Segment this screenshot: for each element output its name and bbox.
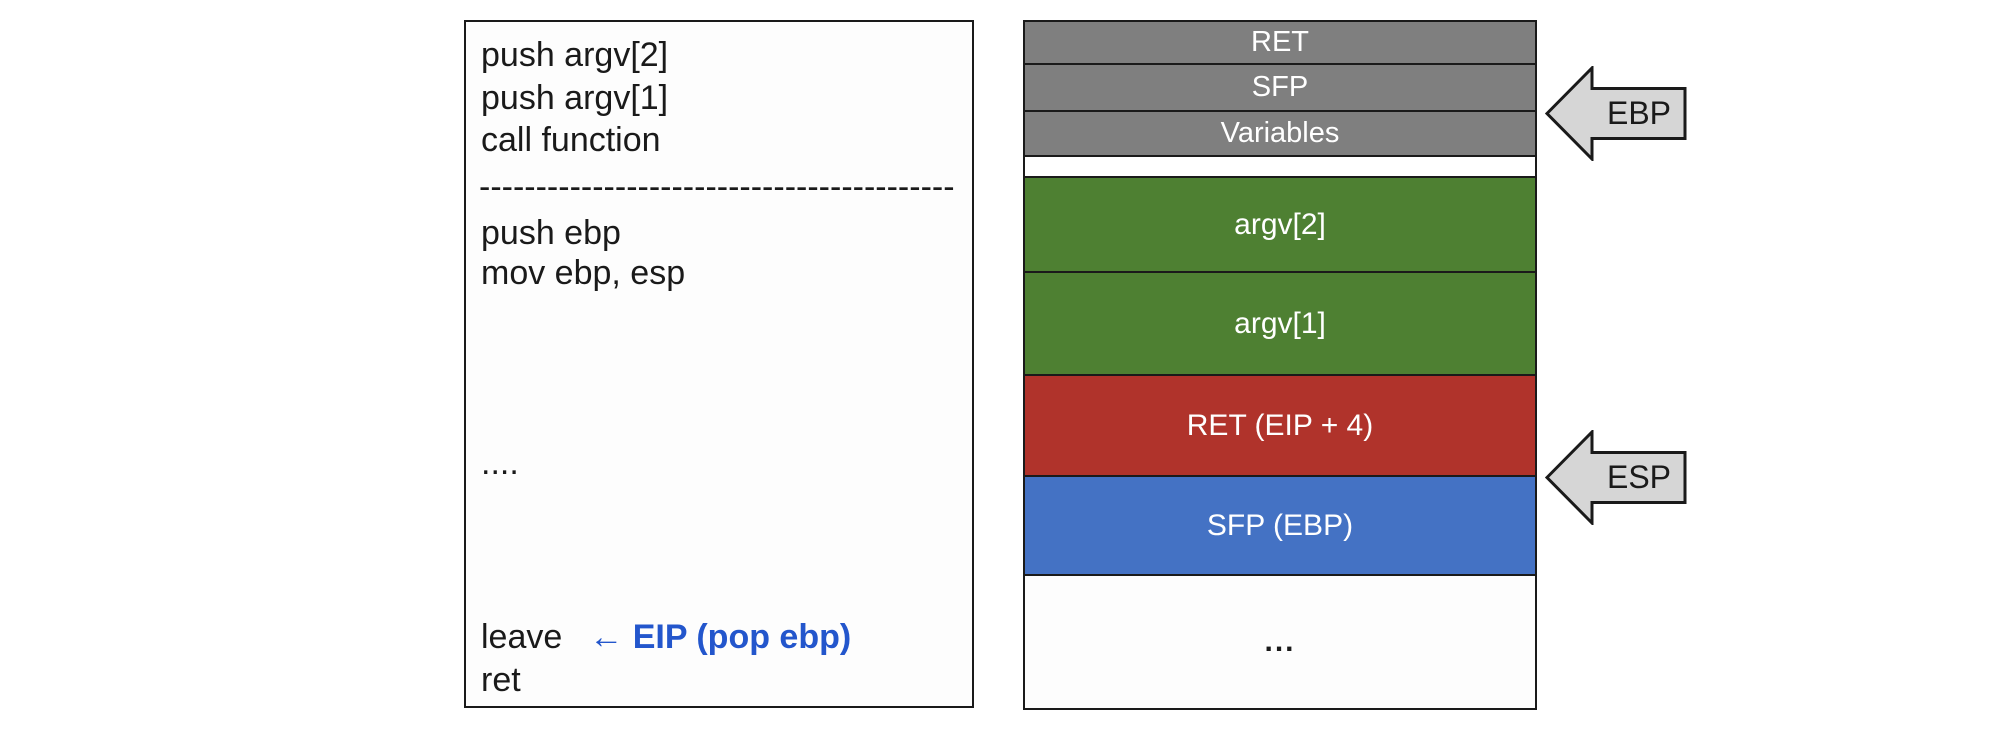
- stack-row-label: Variables: [1220, 117, 1340, 149]
- stack-row-label: SFP: [1251, 71, 1309, 103]
- stack-row-sfp-ebp: SFP (EBP): [1025, 477, 1535, 576]
- code-line-push-argv2: push argv[2]: [481, 36, 669, 74]
- code-line-call-function: call function: [481, 121, 661, 159]
- stack-row-ellipsis: ...: [1025, 576, 1535, 708]
- code-line-push-ebp: push ebp: [481, 214, 621, 252]
- stack-row-ret-eip: RET (EIP + 4): [1025, 376, 1535, 477]
- code-line-mov-ebp-esp: mov ebp, esp: [481, 254, 686, 292]
- stack-row-label: RET: [1251, 26, 1309, 58]
- stack-row-variables: Variables: [1025, 112, 1535, 157]
- leave-instruction: leave: [481, 618, 563, 656]
- code-line-ellipsis: ....: [481, 444, 519, 482]
- stack-row-label: ...: [1264, 625, 1296, 658]
- esp-arrow-icon: [1545, 430, 1687, 525]
- stack-row-label: SFP (EBP): [1206, 508, 1354, 542]
- eip-pointer-annotation: ← EIP (pop ebp): [589, 618, 852, 656]
- esp-label: ESP: [1606, 458, 1672, 495]
- esp-pointer: ESP: [1545, 430, 1687, 525]
- ebp-label: EBP: [1606, 94, 1672, 131]
- code-line-leave: leave ← EIP (pop ebp): [481, 616, 962, 658]
- assembly-code-panel: push argv[2] push argv[1] call function …: [464, 20, 974, 708]
- stack-row-label: argv[1]: [1234, 306, 1326, 340]
- stack-row-gap: [1025, 157, 1535, 178]
- stack-row-argv2: argv[2]: [1025, 178, 1535, 273]
- code-line-push-argv1: push argv[1]: [481, 79, 669, 117]
- code-line-ret: ret: [481, 661, 521, 699]
- stack-row-sfp: SFP: [1025, 65, 1535, 112]
- stack-row-ret: RET: [1025, 22, 1535, 65]
- stack-row-argv1: argv[1]: [1025, 273, 1535, 376]
- dashed-separator: ----------------------------------------…: [479, 168, 955, 206]
- stack-row-label: argv[2]: [1234, 207, 1326, 241]
- ebp-pointer: EBP: [1545, 66, 1687, 161]
- ebp-arrow-icon: [1545, 66, 1687, 161]
- stack-row-label: RET (EIP + 4): [1186, 408, 1374, 442]
- stack-layout-panel: RET SFP Variables argv[2] argv[1] RET (E…: [1023, 20, 1537, 710]
